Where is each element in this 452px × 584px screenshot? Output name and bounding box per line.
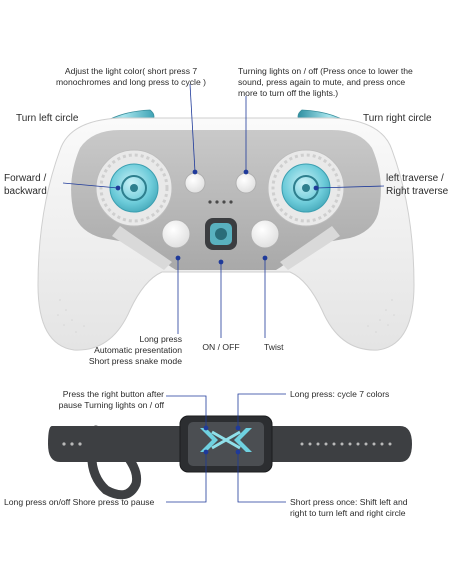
- turn-left-label: Turn left circle: [16, 113, 79, 124]
- forward-backward-label: Forward / backward: [4, 173, 47, 197]
- strap-cycle-label: Long press: cycle 7 colors: [290, 389, 390, 399]
- long-press-label: Long press Automatic presentation Short …: [88, 334, 182, 367]
- lights-button[interactable]: [235, 172, 257, 194]
- light-color-label: Adjust the light color( short press 7 mo…: [56, 66, 206, 88]
- turn-right-label: Turn right circle: [363, 113, 432, 124]
- strap-device: [48, 415, 412, 500]
- twist-button[interactable]: [250, 219, 280, 249]
- right-stick: [267, 149, 345, 227]
- traverse-label: left traverse / Right traverse: [386, 173, 449, 197]
- left-stick: [95, 149, 173, 227]
- grip-texture: [57, 299, 395, 333]
- strap-callouts: [166, 393, 286, 503]
- face-accent-left: [112, 226, 172, 270]
- strap-short-press-label: Short press once: Shift left and right t…: [290, 497, 408, 519]
- long-press-button[interactable]: [161, 219, 191, 249]
- twist-label: Twist: [264, 342, 284, 352]
- lights-toggle-label: Turning lights on / off (Press once to l…: [238, 66, 413, 99]
- strap-right-button-label: Press the right button after pause Turni…: [58, 389, 164, 411]
- power-button[interactable]: [205, 218, 237, 250]
- controller-callouts: [62, 83, 385, 338]
- indicator-dots: [208, 200, 233, 204]
- face-accent-right: [280, 226, 340, 270]
- strap-long-press-label: Long press on/off Shore press to pause: [4, 497, 155, 507]
- light-color-button[interactable]: [184, 172, 206, 194]
- on-off-label: ON / OFF: [202, 342, 240, 352]
